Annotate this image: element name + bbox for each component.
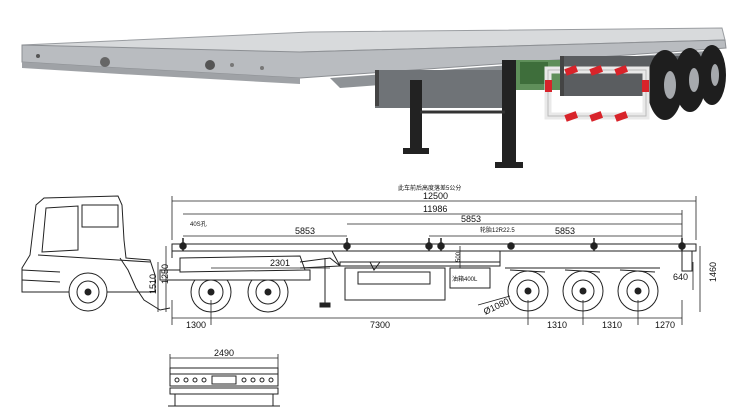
dim-deck-step: 500 — [456, 251, 462, 262]
trailer-axles — [505, 250, 693, 312]
dimension-lines — [157, 196, 701, 325]
rear-view — [168, 354, 280, 407]
dim-seg-left: 5853 — [295, 226, 315, 236]
label-axle-note: 轮胎12R22.5 — [480, 226, 515, 234]
side-view — [21, 195, 701, 325]
rear-wheels — [647, 45, 726, 120]
dim-rear-overhang-h: 640 — [673, 272, 688, 282]
dim-kingpin-offset: 2301 — [270, 258, 290, 268]
dim-front-clearance: 1250 — [160, 264, 170, 284]
dim-seg-right: 5853 — [555, 226, 575, 236]
front-lamp — [36, 54, 40, 58]
dim-rear-overhang: 1270 — [655, 320, 675, 330]
tractor-wheels — [68, 271, 289, 313]
dim-front-height: 1510 — [148, 274, 158, 294]
dim-wheelbase: 7300 — [370, 320, 390, 330]
landing-gear — [403, 60, 523, 168]
landing-gear-drawing — [319, 258, 491, 308]
dim-front-overhang: 1300 — [186, 320, 206, 330]
dim-overall-length: 12500 — [423, 191, 448, 201]
trailer-photo — [21, 27, 727, 168]
label-king-pin: 40S孔 — [190, 220, 207, 228]
dim-wheel-diameter: Ø1080 — [482, 296, 511, 316]
dim-rear-height: 1460 — [708, 262, 718, 282]
tractor-cab — [21, 195, 171, 311]
rear-bumper — [544, 65, 650, 122]
note-height-drop: 此车前后高度落差5公分 — [398, 184, 461, 192]
deck-posts — [179, 238, 686, 251]
dim-seg-mid: 5853 — [461, 214, 481, 224]
trailer-deck — [171, 243, 697, 267]
label-tank: 油箱400L — [452, 275, 478, 283]
dim-deck-length: 11986 — [423, 204, 447, 214]
dim-width: 2490 — [214, 348, 234, 358]
dim-axle-gap-2: 1310 — [602, 320, 622, 330]
dim-axle-gap-1: 1310 — [547, 320, 567, 330]
